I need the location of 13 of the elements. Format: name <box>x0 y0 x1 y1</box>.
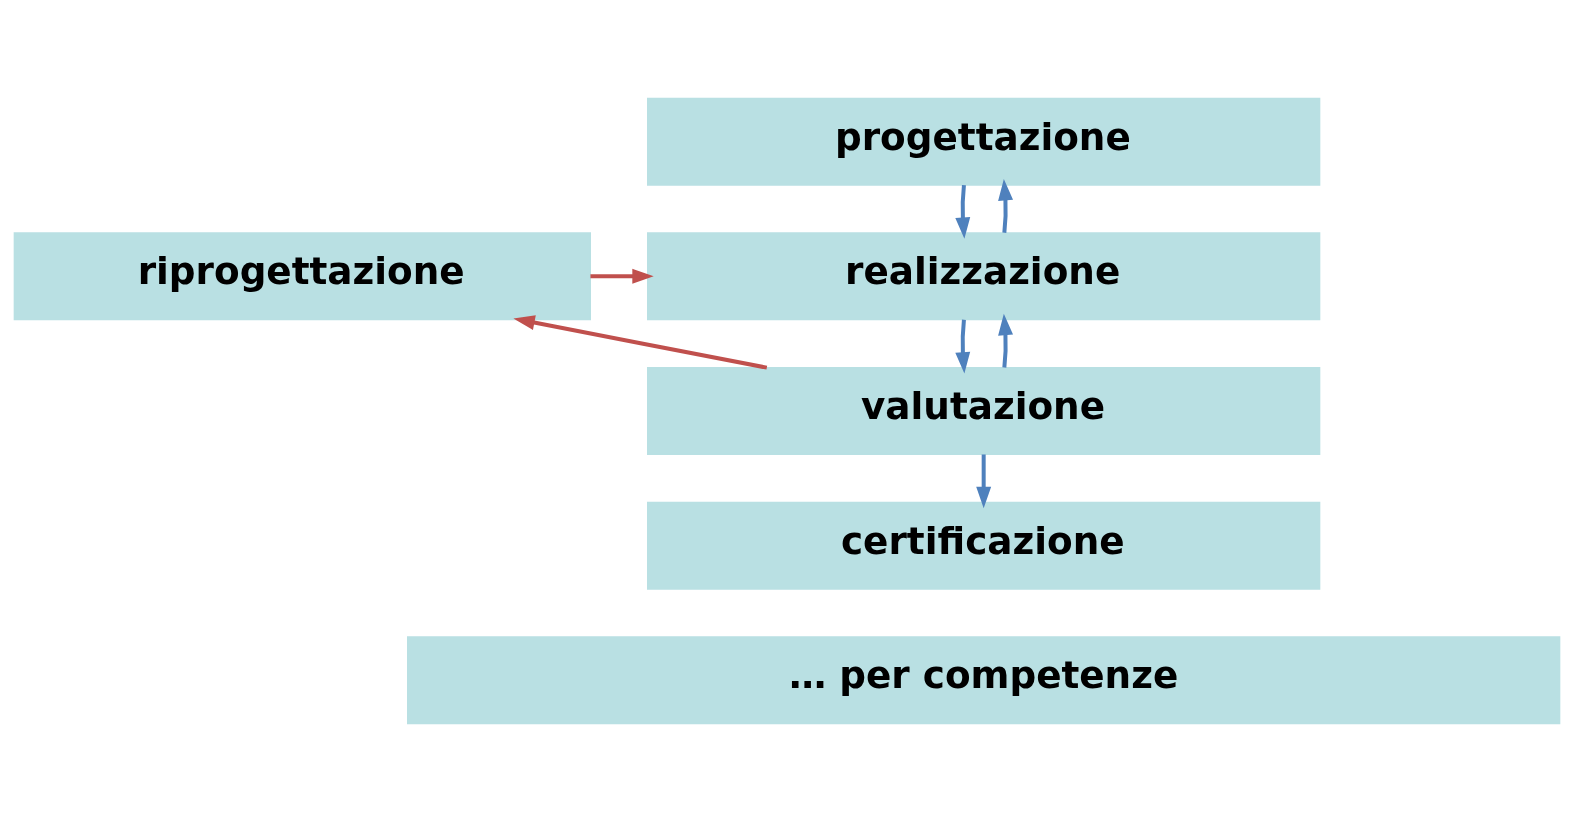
node-box: riprogettazione <box>13 231 591 320</box>
node-box: … per competenze <box>407 635 1561 724</box>
node-box: valutazione <box>647 366 1321 455</box>
node-box: certificazione <box>647 501 1321 590</box>
arrow <box>976 453 992 508</box>
node-box: progettazione <box>647 97 1321 186</box>
arrow <box>955 319 971 373</box>
arrow <box>998 178 1014 233</box>
arrow <box>955 184 971 239</box>
node-box: realizzazione <box>647 231 1321 320</box>
arrow <box>513 314 768 370</box>
arrow <box>998 313 1014 368</box>
arrow <box>590 268 654 284</box>
